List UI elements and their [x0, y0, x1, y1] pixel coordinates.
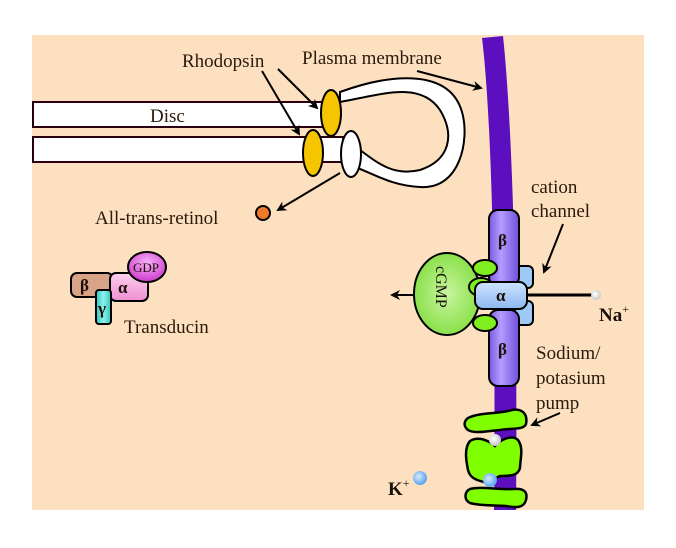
cgmp-label: cGMP: [432, 266, 449, 308]
disc-lower-rod: [32, 136, 344, 163]
cation-channel-arrow: [542, 223, 564, 274]
transducin-gamma: [95, 289, 112, 325]
disc-label: Disc: [150, 106, 185, 127]
k-charge: +: [403, 476, 410, 490]
cation-channel-label-line2: channel: [531, 201, 590, 222]
retinol-arrow: [276, 172, 341, 212]
na-label: Na+: [599, 302, 629, 326]
sodium-potassium-pump: [463, 408, 528, 509]
pump-label-line3: pump: [536, 393, 579, 414]
cation-channel: β β cGMP α: [390, 209, 601, 387]
plasma-membrane-label: Plasma membrane: [302, 48, 442, 69]
pump-label-line1: Sodium/: [536, 343, 601, 364]
transducin: β α GDP γ Transducin: [70, 251, 209, 338]
all-trans-retinol-label: All-trans-retinol: [95, 208, 218, 229]
k-label: K+: [388, 476, 410, 500]
cgmp-binding-site-lower: [472, 314, 498, 332]
plasma-membrane-arrow: [416, 70, 483, 91]
channel-beta-bottom-symbol: β: [498, 340, 507, 359]
pump-arrow: [530, 412, 561, 427]
cgmp-binding-site-upper: [472, 259, 498, 277]
pump-top-subunit: [463, 408, 528, 434]
channel-beta-top-symbol: β: [498, 231, 507, 250]
pump-k-ion: [483, 473, 497, 487]
disc: Disc: [32, 77, 466, 189]
transducin-alpha-symbol: α: [118, 278, 128, 297]
gdp-molecule: [127, 251, 167, 283]
transducin-label: Transducin: [124, 317, 209, 338]
cation-channel-label-line1: cation: [531, 177, 578, 198]
pump-bottom-subunit: [464, 486, 528, 509]
rhodopsin-label: Rhodopsin: [182, 51, 265, 72]
rhodopsin-arrow-lower: [261, 70, 301, 136]
k-ion: [413, 471, 427, 485]
na-charge: +: [622, 302, 629, 316]
pump-label-line2: potasium: [536, 368, 606, 389]
channel-alpha-symbol: α: [496, 286, 506, 305]
transducin-gamma-symbol: γ: [97, 299, 106, 318]
retinol-molecule: [255, 205, 271, 221]
transducin-beta-symbol: β: [80, 276, 89, 295]
na-ion: [591, 290, 601, 300]
channel-alpha: [474, 281, 528, 310]
rhodopsin-arrow-upper: [277, 68, 319, 110]
rhodopsin-lower: [302, 129, 324, 177]
opsin-bleached: [340, 130, 362, 178]
pump-na-ion: [489, 434, 501, 446]
gdp-label: GDP: [133, 260, 159, 275]
rhodopsin-upper: [320, 89, 342, 137]
